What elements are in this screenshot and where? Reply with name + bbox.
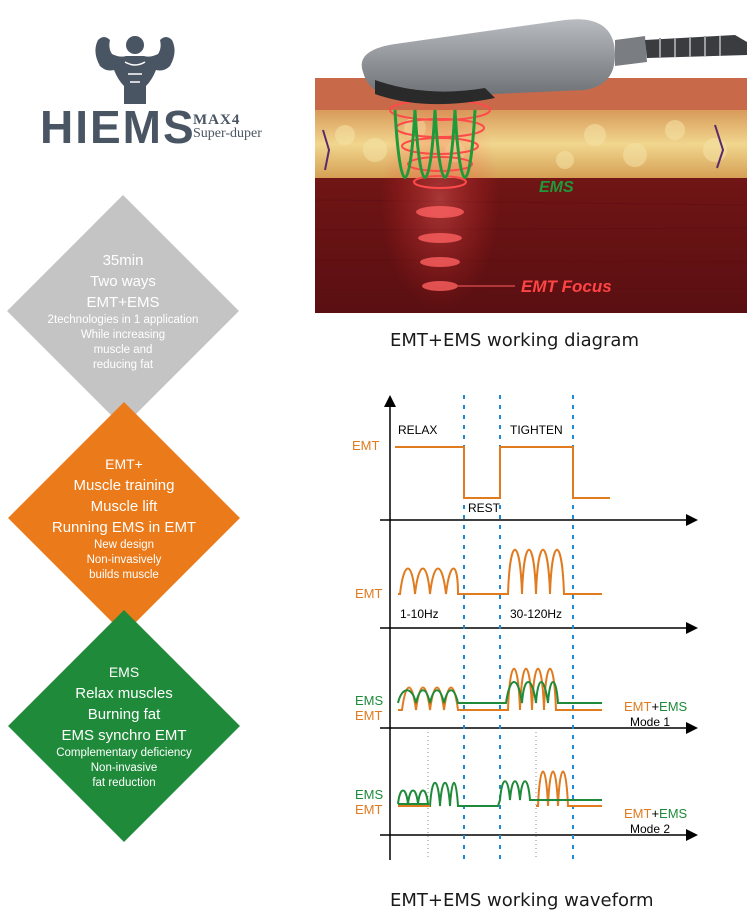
diamond-line: Non-invasive (90, 761, 158, 774)
diamond-line: Burning fat (87, 705, 161, 723)
combo-ems: EMS (659, 806, 688, 821)
diamond-line: New design (93, 538, 155, 551)
ems-label: EMS (355, 787, 384, 802)
diamond-line: Complementary deficiency (56, 746, 192, 759)
feature-diamond-emt-ems: 35min Two ways EMT+EMS 2technologies in … (7, 195, 239, 427)
diamond-line: Muscle training (73, 476, 175, 494)
model-name: MAX4 (193, 112, 241, 128)
combo-plus: + (651, 699, 659, 714)
diamond-line: builds muscle (89, 568, 159, 581)
diamond-line: fat reduction (92, 776, 156, 789)
treatment-illustration: EMS EMT Focus (315, 19, 747, 313)
brand-tagline: Super-duper (193, 126, 262, 141)
relax-label: RELAX (398, 423, 437, 437)
diamond-line: EMS synchro EMT (61, 726, 187, 744)
emt-label: EMT (355, 586, 383, 601)
diamond-line: Running EMS in EMT (51, 518, 197, 536)
combo-emt: EMT (624, 699, 652, 714)
diamond-line: 2technologies in 1 application (47, 313, 199, 326)
diamond-line: 35min (102, 251, 144, 269)
diamond-line: Muscle lift (90, 497, 158, 515)
combo-plus: + (651, 806, 659, 821)
freq-low-label: 1-10Hz (400, 607, 439, 621)
feature-diamond-emt-plus: EMT+ Muscle training Muscle lift Running… (8, 402, 240, 634)
diamond-line: EMS (108, 663, 140, 680)
diamond-line: While increasing (80, 328, 166, 341)
diamond-line: muscle and (93, 343, 153, 356)
brand-name: HIEMS (40, 101, 196, 153)
combo-emt: EMT (624, 806, 652, 821)
diamond-line: EMT+EMS (86, 293, 160, 311)
diamond-line: Two ways (90, 272, 156, 290)
freq-high-label: 30-120Hz (510, 607, 562, 621)
combo-ems: EMS (659, 699, 688, 714)
diamond-line: reducing fat (92, 358, 154, 371)
emt-focus-label: EMT Focus (521, 277, 612, 296)
mode1-label: Mode 1 (630, 715, 670, 729)
rest-label: REST (468, 501, 501, 515)
working-diagram-caption: EMT+EMS working diagram (390, 330, 639, 351)
diamond-line: Relax muscles (75, 684, 173, 702)
emt-label: EMT (352, 438, 380, 453)
diamond-line: EMT+ (105, 455, 143, 472)
ems-label: EMS (355, 693, 384, 708)
combo-label: EMT+EMS (624, 806, 688, 821)
waveform-diagram: RELAX TIGHTEN REST 1-10Hz 30-120Hz Mode … (352, 395, 698, 860)
ems-label: EMS (539, 179, 574, 196)
mode2-label: Mode 2 (630, 822, 670, 836)
emt-label: EMT (355, 802, 383, 817)
diamond-line: Non-invasively (86, 553, 162, 566)
tighten-label: TIGHTEN (510, 423, 563, 437)
muscle-man-icon (95, 36, 175, 104)
combo-label: EMT+EMS (624, 699, 688, 714)
waveform-caption: EMT+EMS working waveform (390, 890, 654, 911)
feature-diamond-ems: EMS Relax muscles Burning fat EMS synchr… (8, 610, 240, 842)
emt-label: EMT (355, 708, 383, 723)
